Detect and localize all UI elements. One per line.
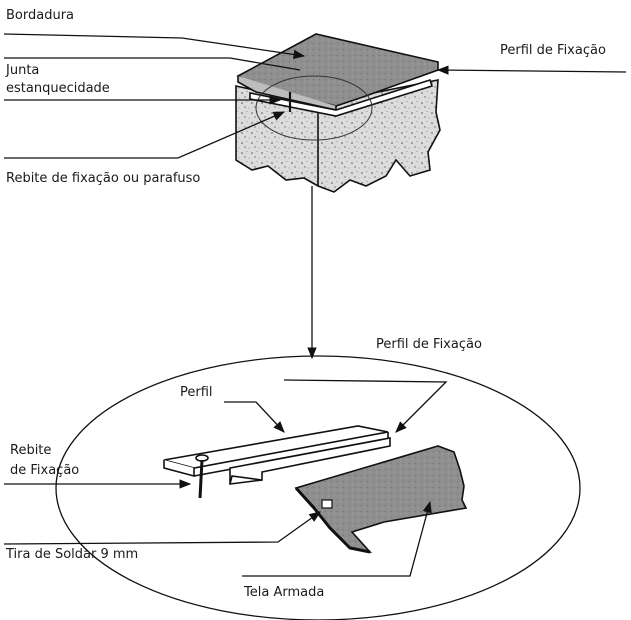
label-junta-line1: Junta — [5, 63, 39, 78]
concrete-base — [235, 79, 441, 193]
tela-armada — [294, 445, 468, 554]
label-bordadura: Bordadura — [6, 8, 74, 23]
label-perfil-fixacao-detail: Perfil de Fixação — [376, 337, 482, 352]
top-leaders — [3, 33, 627, 360]
detail-ellipse — [55, 355, 581, 620]
rivet-shank — [198, 459, 204, 499]
detail-circle — [255, 75, 373, 141]
top-assembly — [235, 33, 441, 193]
label-perfil-fixacao-top: Perfil de Fixação — [500, 43, 606, 58]
label-rebite-parafuso: Rebite de fixação ou parafuso — [6, 171, 200, 186]
detail-assembly — [163, 425, 468, 554]
label-tira-soldar: Tira de Soldar 9 mm — [5, 547, 138, 562]
label-junta-line2: estanquecidade — [6, 81, 110, 96]
label-rebite-line1: Rebite — [10, 443, 51, 458]
detail-leaders — [3, 379, 448, 577]
perfil-fixacao-strip — [249, 78, 434, 117]
tira-soldar-strip — [321, 499, 333, 509]
label-rebite-line2: de Fixação — [10, 463, 79, 478]
label-perfil: Perfil — [180, 385, 213, 400]
label-tela-armada: Tela Armada — [243, 585, 324, 600]
